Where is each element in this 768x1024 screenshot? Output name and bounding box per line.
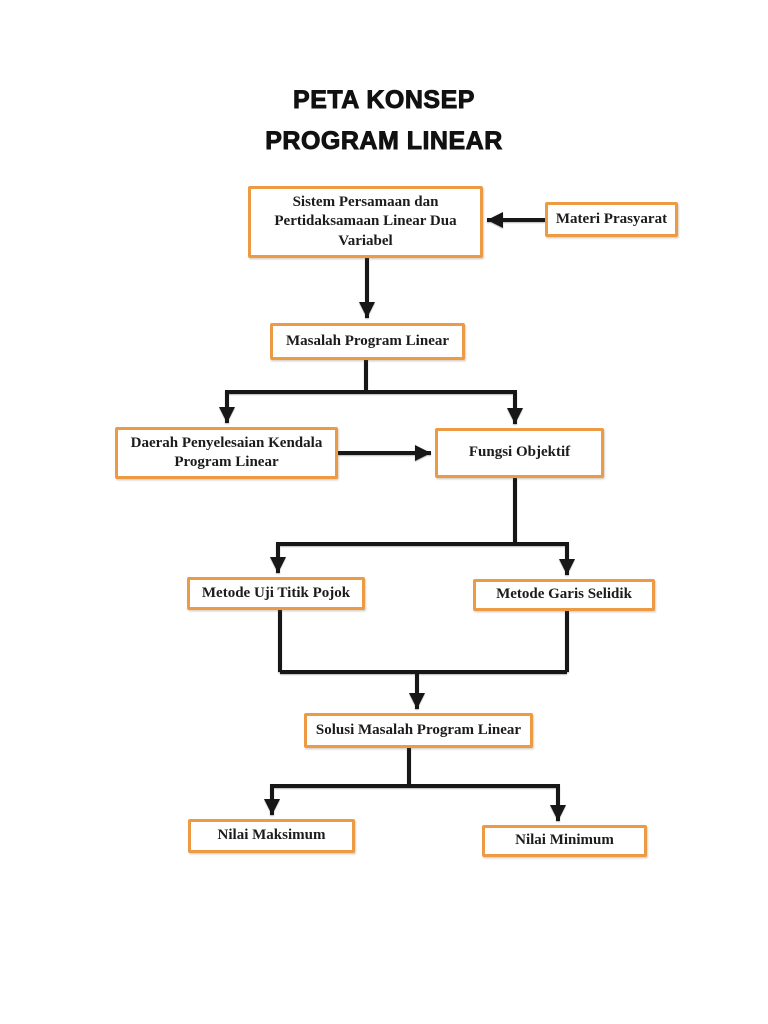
edge-masalah-branch-rail xyxy=(227,360,515,394)
node-sistem-persamaan: Sistem Persamaan dan Pertidaksamaan Line… xyxy=(248,186,483,258)
page-title-line-1: PETA KONSEP xyxy=(293,86,475,115)
edge-methods-join-rail xyxy=(278,610,569,674)
node-solusi-masalah-program-linear: Solusi Masalah Program Linear xyxy=(304,713,533,748)
node-metode-uji-titik-pojok: Metode Uji Titik Pojok xyxy=(187,577,365,610)
node-fungsi-objektif: Fungsi Objektif xyxy=(435,428,604,478)
node-nilai-maksimum: Nilai Maksimum xyxy=(188,819,355,853)
node-materi-prasyarat: Materi Prasyarat xyxy=(545,202,678,237)
node-nilai-minimum: Nilai Minimum xyxy=(482,825,647,857)
node-daerah-penyelesaian-kendala: Daerah Penyelesaian Kendala Program Line… xyxy=(115,427,338,479)
edge-fungsi-branch-rail xyxy=(278,478,567,546)
page-title-line-2: PROGRAM LINEAR xyxy=(265,127,503,156)
edge-solusi-branch-rail xyxy=(272,748,558,788)
node-masalah-program-linear: Masalah Program Linear xyxy=(270,323,465,360)
node-metode-garis-selidik: Metode Garis Selidik xyxy=(473,579,655,611)
